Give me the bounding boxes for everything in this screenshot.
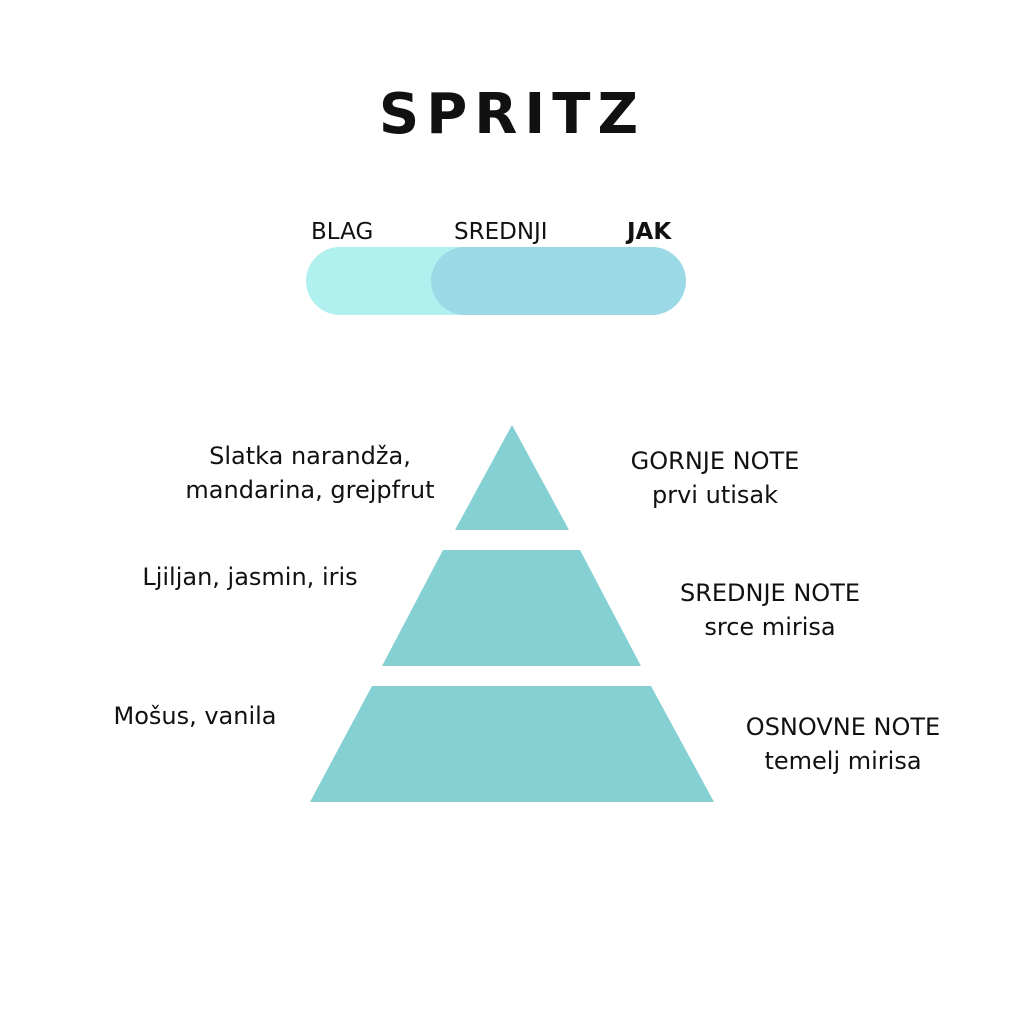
pyramid-tier-bottom bbox=[310, 686, 714, 802]
base-notes-ingredients: Mošus, vanila bbox=[90, 699, 300, 733]
intensity-bar-fill bbox=[431, 247, 686, 315]
tier-description: temelj mirisa bbox=[764, 747, 922, 775]
pyramid-tier-top bbox=[455, 425, 569, 530]
middle-notes-label: SREDNJE NOTE srce mirisa bbox=[640, 576, 900, 644]
tier-description: prvi utisak bbox=[652, 481, 778, 509]
tier-name: GORNJE NOTE bbox=[630, 447, 800, 475]
top-notes-ingredients: Slatka narandža, mandarina, grejpfrut bbox=[170, 439, 450, 507]
tier-description: srce mirisa bbox=[704, 613, 836, 641]
intensity-bar bbox=[306, 247, 686, 315]
product-title: SPRITZ bbox=[378, 82, 646, 147]
ingredient-line: Slatka narandža, bbox=[209, 442, 411, 470]
ingredient-line: Mošus, vanila bbox=[113, 702, 277, 730]
pyramid-tier-middle bbox=[382, 550, 641, 666]
middle-notes-ingredients: Ljiljan, jasmin, iris bbox=[120, 560, 380, 594]
ingredient-line: Ljiljan, jasmin, iris bbox=[142, 563, 358, 591]
level-label-jak: JAK bbox=[627, 219, 672, 245]
tier-name: SREDNJE NOTE bbox=[679, 579, 861, 607]
ingredient-line: mandarina, grejpfrut bbox=[185, 476, 435, 504]
top-notes-label: GORNJE NOTE prvi utisak bbox=[595, 444, 835, 512]
tier-name: OSNOVNE NOTE bbox=[745, 713, 941, 741]
base-notes-label: OSNOVNE NOTE temelj mirisa bbox=[713, 710, 973, 778]
level-label-srednji: SREDNJI bbox=[454, 219, 548, 245]
level-label-blag: BLAG bbox=[311, 219, 374, 245]
